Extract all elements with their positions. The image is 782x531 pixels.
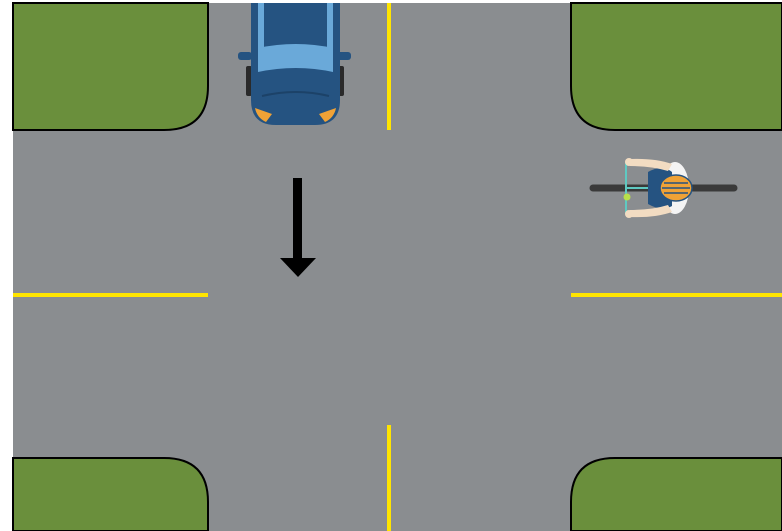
grass-corner-bottom-left bbox=[13, 458, 208, 531]
grass-corner-bottom-right bbox=[571, 458, 782, 531]
grass-corner-top-left bbox=[13, 3, 208, 130]
grass-corner-top-right bbox=[571, 3, 782, 130]
car-top-view-icon bbox=[238, 3, 351, 125]
